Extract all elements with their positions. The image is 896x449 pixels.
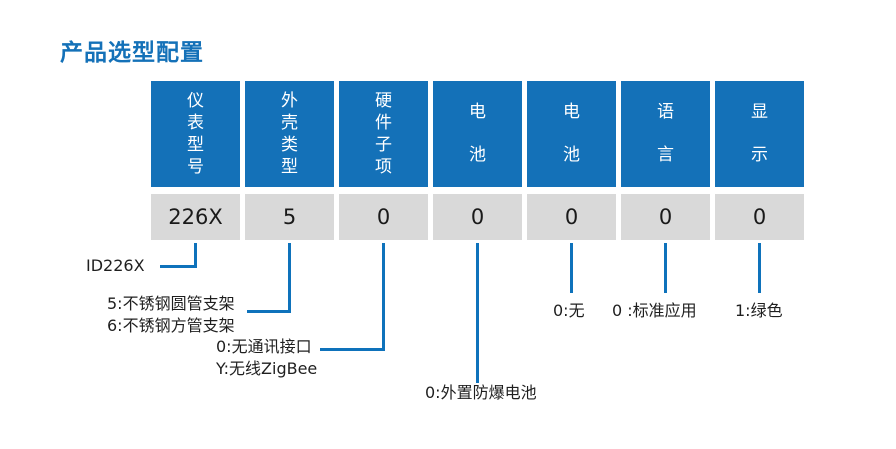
annotation-battery-none: 0:无	[553, 300, 585, 322]
column-header-char: 件	[375, 112, 392, 133]
column-header-char: 池	[469, 145, 486, 165]
leader-elbow-col1	[160, 265, 197, 268]
column-header-char: 项	[375, 156, 392, 177]
leader-line-col3	[382, 243, 385, 351]
annotation-line: Y:无线ZigBee	[216, 359, 318, 378]
leader-line-col7	[758, 243, 761, 293]
column-header-char: 号	[187, 156, 204, 177]
annotation-hardware-subitem: 0:无通讯接口 Y:无线ZigBee	[216, 336, 317, 380]
leader-line-col2	[288, 243, 291, 313]
leader-line-col4	[476, 243, 479, 383]
column-header: 显示	[715, 81, 804, 187]
table-column: 外壳类型 5	[245, 81, 334, 240]
column-header: 外壳类型	[245, 81, 334, 187]
column-header-char: 硬	[375, 90, 392, 111]
leader-line-col1	[194, 243, 197, 268]
column-value: 5	[245, 194, 334, 240]
leader-line-col6	[664, 243, 667, 293]
column-value: 0	[621, 194, 710, 240]
column-value: 0	[715, 194, 804, 240]
annotation-line: 0:无	[553, 301, 585, 320]
column-value: 0	[339, 194, 428, 240]
leader-elbow-col2	[247, 310, 291, 313]
column-header-char: 池	[563, 145, 580, 165]
leader-line-col5	[570, 243, 573, 293]
column-header-char: 示	[751, 145, 768, 165]
annotation-line: 0:无通讯接口	[216, 337, 312, 356]
column-header-char: 仪	[187, 90, 204, 111]
table-column: 仪表型号 226X	[151, 81, 240, 240]
column-header-char: 型	[281, 156, 298, 177]
annotation-line: ID226X	[86, 256, 145, 275]
column-value: 226X	[151, 194, 240, 240]
column-header-char: 语	[657, 102, 674, 122]
annotation-battery-external: 0:外置防爆电池	[425, 382, 537, 404]
column-header: 硬件子项	[339, 81, 428, 187]
annotation-language-standard: 0 :标准应用	[612, 300, 697, 322]
column-header-char: 表	[187, 112, 204, 133]
column-value: 0	[527, 194, 616, 240]
column-header-char: 电	[563, 102, 580, 122]
column-header-char: 显	[751, 102, 768, 122]
column-header-char: 子	[375, 134, 392, 155]
table-column: 硬件子项 0	[339, 81, 428, 240]
annotation-display-green: 1:绿色	[735, 300, 783, 322]
column-header: 仪表型号	[151, 81, 240, 187]
annotation-line: 0 :标准应用	[612, 301, 697, 320]
column-header-char: 型	[187, 134, 204, 155]
column-value: 0	[433, 194, 522, 240]
column-header-char: 电	[469, 102, 486, 122]
leader-elbow-col3	[320, 348, 385, 351]
annotation-line: 0:外置防爆电池	[425, 383, 537, 402]
column-header-char: 壳	[281, 112, 298, 133]
annotation-line: 1:绿色	[735, 301, 783, 320]
column-header-char: 言	[657, 145, 674, 165]
annotation-model: ID226X	[86, 255, 148, 277]
column-header-char: 外	[281, 90, 298, 111]
column-header: 语言	[621, 81, 710, 187]
annotation-housing-type: 5:不锈钢圆管支架 6:不锈钢方管支架	[107, 293, 235, 337]
page-title: 产品选型配置	[60, 40, 204, 66]
annotation-line: 5:不锈钢圆管支架	[107, 294, 235, 313]
annotation-line: 6:不锈钢方管支架	[107, 316, 235, 335]
column-header-char: 类	[281, 134, 298, 155]
column-header: 电池	[433, 81, 522, 187]
column-header: 电池	[527, 81, 616, 187]
